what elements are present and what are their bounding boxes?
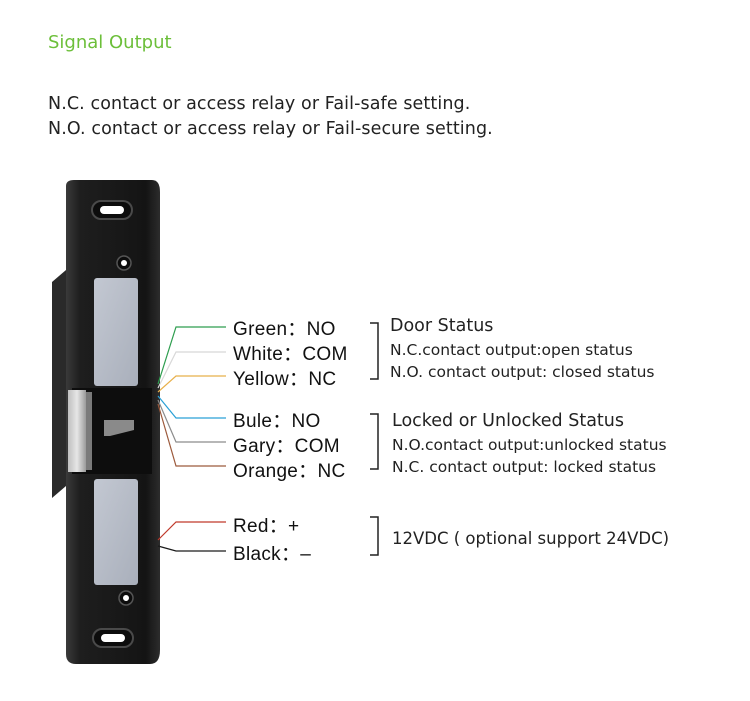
top-label-sticker bbox=[94, 278, 138, 386]
wire-yellow bbox=[157, 375, 226, 393]
wire-lines bbox=[157, 326, 226, 552]
label-black-negative: Black：– bbox=[233, 544, 312, 565]
group-brackets bbox=[370, 322, 379, 556]
bottom-label-sticker bbox=[94, 479, 138, 585]
label-gray-com: Gary：COM bbox=[233, 436, 340, 457]
label-yellow-nc: Yellow：NC bbox=[233, 369, 337, 390]
label-blue-no: Bule：NO bbox=[233, 411, 321, 432]
power-spec: 12VDC ( optional support 24VDC) bbox=[392, 529, 670, 548]
wire-black bbox=[157, 545, 226, 552]
wire-red bbox=[157, 521, 226, 541]
wire-white bbox=[157, 351, 226, 389]
wire-gray bbox=[157, 399, 226, 443]
lock-status-nc-desc: N.C. contact output: locked status bbox=[392, 458, 657, 476]
lock-status-title: Locked or Unlocked Status bbox=[392, 411, 624, 431]
bracket-door-status bbox=[370, 322, 379, 380]
intro-line-no: N.O. contact or access relay or Fail-sec… bbox=[48, 119, 493, 139]
label-white-com: White：COM bbox=[233, 344, 348, 365]
label-orange-nc: Orange：NC bbox=[233, 461, 346, 482]
label-green-no: Green：NO bbox=[233, 319, 336, 340]
lock-status-no-desc: N.O.contact output:unlocked status bbox=[392, 436, 667, 454]
bracket-lock-status bbox=[370, 413, 379, 470]
wire-blue bbox=[157, 395, 226, 419]
section-title: Signal Output bbox=[48, 32, 172, 53]
keeper-latch bbox=[68, 390, 86, 472]
strike-side-body bbox=[52, 270, 66, 498]
intro-line-nc: N.C. contact or access relay or Fail-saf… bbox=[48, 94, 471, 114]
electric-strike-device bbox=[52, 180, 160, 664]
door-status-title: Door Status bbox=[390, 316, 494, 336]
door-status-nc-desc: N.C.contact output:open status bbox=[390, 341, 633, 359]
wire-green bbox=[157, 326, 226, 385]
door-status-no-desc: N.O. contact output: closed status bbox=[390, 363, 655, 381]
bracket-power bbox=[370, 516, 379, 556]
wire-orange bbox=[157, 403, 226, 467]
intro-text: N.C. contact or access relay or Fail-saf… bbox=[48, 92, 493, 142]
label-red-positive: Red：+ bbox=[233, 516, 300, 537]
